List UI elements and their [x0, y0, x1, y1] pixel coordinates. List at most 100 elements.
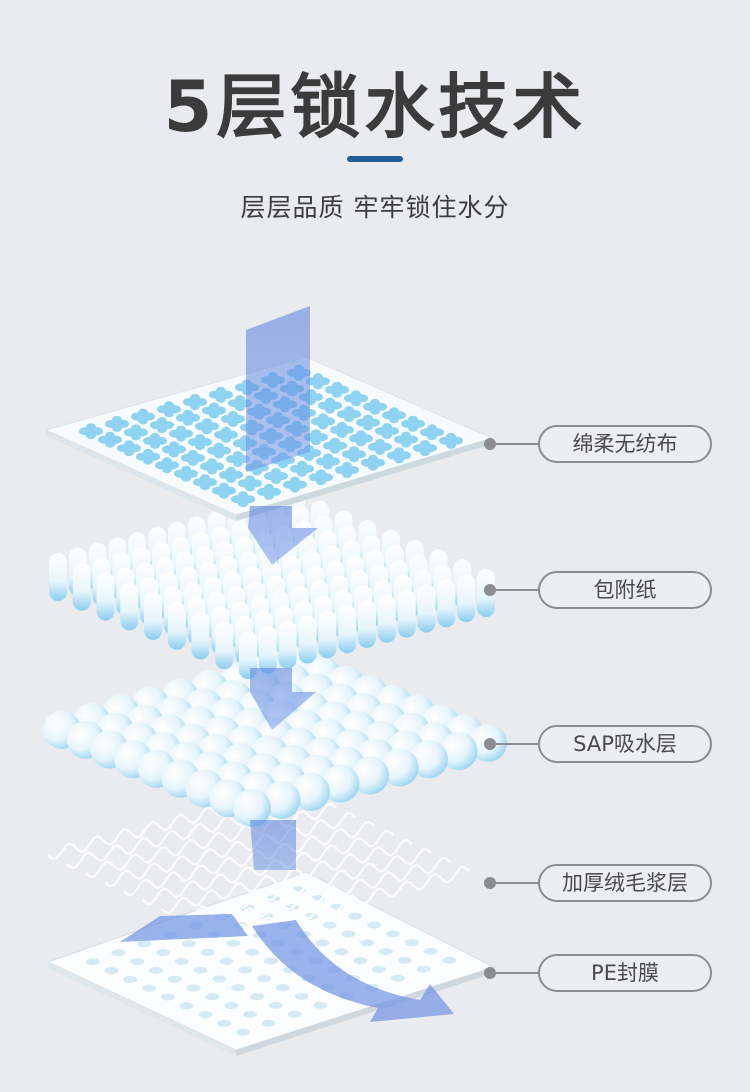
- tissue-cylinder: [377, 594, 396, 643]
- flower-dot: [124, 424, 148, 441]
- sap-layer: [43, 646, 507, 827]
- film-dot: [219, 957, 234, 965]
- flower-dot: [202, 402, 226, 419]
- sap-bead: [410, 740, 448, 779]
- tissue-cylinder: [120, 582, 139, 631]
- flower-dot: [188, 434, 212, 451]
- tissue-cylinder: [457, 574, 476, 623]
- fluff-wave: [161, 839, 413, 914]
- sap-bead: [351, 756, 389, 795]
- film-dot: [261, 1019, 276, 1027]
- flower-dot: [264, 468, 288, 485]
- fluff-wave: [123, 821, 375, 896]
- film-dot: [236, 1028, 250, 1036]
- flower-dot: [363, 398, 387, 415]
- flower-dot: [330, 421, 354, 438]
- film-dot: [257, 975, 271, 983]
- tissue-cylinder: [437, 579, 456, 628]
- page-subtitle: 层层品质 牢牢锁住水分: [240, 193, 510, 222]
- flower-dot: [344, 390, 368, 407]
- flower-dot: [283, 476, 307, 493]
- flower-dot: [219, 466, 243, 483]
- flower-dot: [214, 426, 238, 443]
- film-dot: [160, 993, 175, 1001]
- flower-dot: [221, 411, 245, 427]
- film-dot: [104, 967, 119, 975]
- film-dot: [264, 957, 278, 965]
- label-fluff-pulp: 加厚绒毛浆层: [538, 864, 712, 902]
- film-dot: [390, 974, 405, 982]
- flower-dot: [150, 417, 174, 434]
- film-dot: [360, 939, 375, 947]
- label-connectors: [490, 443, 538, 974]
- fluff-wave: [180, 848, 432, 923]
- flower-dot: [368, 438, 392, 455]
- tissue-cylinder: [278, 620, 297, 669]
- label-nonwoven: 绵柔无纺布: [538, 425, 712, 463]
- film-dot: [423, 947, 438, 955]
- tissue-cylinder: [96, 572, 115, 621]
- tissue-cylinder: [215, 621, 234, 670]
- flower-dot: [311, 413, 335, 430]
- tissue-cylinder: [417, 584, 436, 633]
- film-dot: [341, 930, 356, 938]
- flower-dot: [349, 430, 373, 447]
- flower-dot: [439, 432, 463, 449]
- flower-dot: [387, 447, 411, 464]
- film-dot: [294, 992, 309, 1000]
- flower-dot: [105, 415, 129, 432]
- flower-dot: [316, 453, 340, 470]
- flower-dot: [195, 418, 219, 435]
- tissue-cylinder: [167, 601, 186, 650]
- tissue-cylinder: [191, 611, 210, 660]
- flower-dot: [155, 457, 179, 474]
- flower-dot: [342, 446, 366, 463]
- wrap-tissue-layer: [49, 491, 495, 679]
- flower-dot: [174, 465, 198, 482]
- flower-dot: [176, 409, 200, 426]
- film-dot: [181, 940, 196, 948]
- water-flow-arrow: [120, 306, 454, 1022]
- film-dot: [137, 940, 152, 948]
- flower-dot: [318, 397, 342, 414]
- film-dot: [238, 966, 253, 974]
- film-dot: [250, 993, 264, 1001]
- film-dot: [130, 958, 145, 966]
- film-dot: [367, 921, 382, 929]
- film-dot: [231, 984, 246, 992]
- sap-bead: [321, 764, 360, 803]
- flower-dot: [200, 458, 224, 475]
- fluff-wave: [85, 803, 337, 878]
- tissue-cylinder: [49, 553, 67, 601]
- flower-dot: [356, 414, 380, 431]
- film-dot: [217, 1019, 232, 1027]
- film-dot: [372, 965, 386, 973]
- film-dot: [205, 993, 220, 1001]
- flower-dot: [79, 423, 103, 440]
- flower-dot: [413, 440, 437, 457]
- film-dot: [193, 966, 208, 974]
- sap-bead: [439, 732, 478, 771]
- label-wrap-tissue: 包附纸: [538, 571, 712, 609]
- flower-dot: [420, 424, 444, 441]
- film-dot: [167, 975, 182, 983]
- film-dot: [186, 984, 201, 992]
- tissue-cylinder: [72, 562, 91, 611]
- flower-dot: [361, 454, 385, 471]
- sap-bead: [262, 780, 301, 819]
- film-dot: [315, 939, 330, 947]
- flower-dot: [337, 406, 361, 423]
- flower-dot: [335, 462, 359, 478]
- sap-bead: [233, 789, 271, 827]
- page-title: 5层锁水技术: [163, 66, 587, 148]
- film-dot: [442, 956, 457, 964]
- film-dot: [156, 949, 170, 957]
- flower-dot: [98, 431, 122, 448]
- film-dot: [123, 975, 138, 983]
- film-dot: [386, 930, 400, 938]
- film-dot: [179, 1002, 194, 1010]
- film-dot: [322, 921, 337, 929]
- sap-bead: [380, 748, 419, 787]
- flower-dot: [325, 381, 349, 398]
